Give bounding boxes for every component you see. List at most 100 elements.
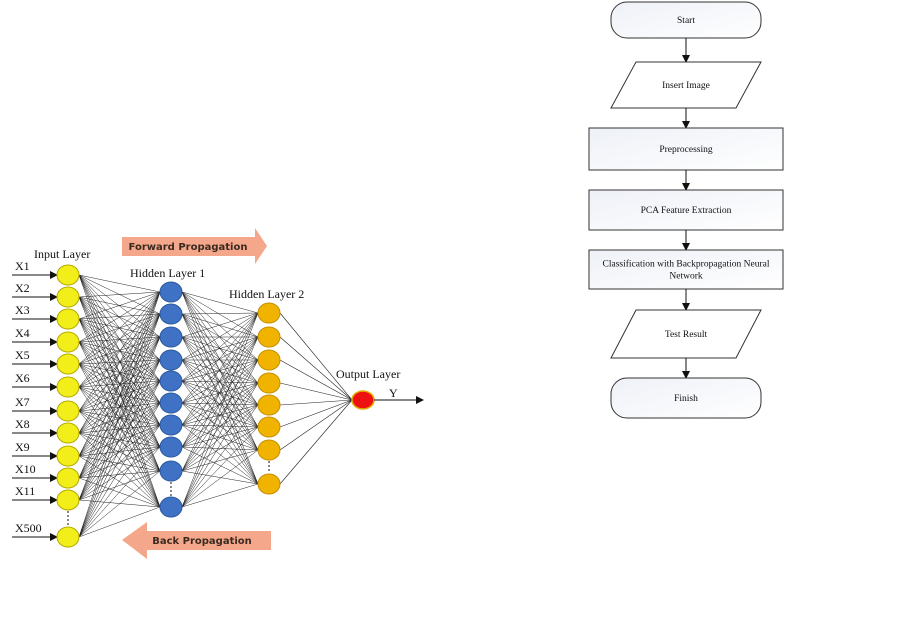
- connection-line: [78, 455, 161, 508]
- input-layer-label: Input Layer: [34, 247, 90, 261]
- connection-line: [78, 363, 161, 382]
- connection-line: [279, 399, 353, 428]
- connection-line: [78, 386, 161, 426]
- connection-line: [181, 336, 259, 361]
- connection-line: [78, 291, 161, 412]
- connection-line: [181, 336, 259, 404]
- connection-line: [279, 399, 353, 406]
- step-label: Classification with Backpropagation Neur…: [603, 259, 770, 270]
- io-insert-image: [610, 61, 762, 109]
- connection-line: [181, 359, 259, 472]
- connection-line: [78, 341, 161, 508]
- input-node: [56, 467, 80, 489]
- input-node: [56, 308, 80, 330]
- connection-line: [78, 424, 161, 501]
- connection-line: [78, 386, 161, 404]
- connection-line: [181, 449, 259, 472]
- connection-line: [78, 424, 161, 434]
- connection-line: [181, 336, 259, 472]
- hidden1-node: [159, 281, 183, 303]
- connection-line: [78, 291, 161, 298]
- connection-line: [78, 359, 161, 501]
- connection-line: [78, 363, 161, 448]
- connection-line: [181, 312, 259, 448]
- connection-line: [181, 359, 259, 404]
- connection-line: [181, 424, 259, 451]
- hidden2-node: [257, 372, 281, 394]
- terminal-finish: [610, 377, 762, 419]
- connection-line: [78, 380, 161, 538]
- connection-line: [181, 291, 259, 338]
- connection-line: [181, 446, 259, 451]
- connection-line: [181, 426, 259, 508]
- connection-line: [279, 382, 353, 401]
- connection-line: [78, 380, 161, 479]
- input-node: [56, 445, 80, 467]
- connection-line: [78, 291, 161, 479]
- connection-line: [78, 313, 161, 538]
- connection-line: [181, 483, 259, 508]
- connection-line: [78, 386, 161, 508]
- connection-line: [181, 404, 259, 508]
- connection-line: [181, 446, 259, 485]
- input-node: [56, 422, 80, 444]
- connection-line: [78, 336, 161, 501]
- hidden2-node: [257, 326, 281, 348]
- connection-line: [181, 382, 259, 404]
- connection-line: [279, 359, 353, 401]
- connection-line: [181, 359, 259, 508]
- connection-line: [78, 363, 161, 472]
- connection-line: [78, 291, 161, 343]
- connection-line: [78, 477, 161, 508]
- connection-line: [78, 291, 161, 434]
- connection-line: [78, 336, 161, 538]
- hidden2-node: [257, 473, 281, 495]
- connection-line: [181, 291, 259, 314]
- connection-line: [279, 312, 353, 401]
- input-label: X6: [15, 371, 30, 385]
- connection-line: [181, 312, 259, 404]
- step-label: Network: [669, 272, 702, 282]
- connection-line: [78, 291, 161, 538]
- hidden1-node: [159, 392, 183, 414]
- hidden1-node: [159, 414, 183, 436]
- output-variable: Y: [389, 386, 398, 400]
- connection-line: [78, 274, 161, 293]
- hidden1-node: [159, 349, 183, 371]
- hidden2-node: [257, 394, 281, 416]
- connection-line: [181, 291, 259, 485]
- input-node: [56, 400, 80, 422]
- connection-line: [181, 312, 259, 315]
- connection-line: [78, 402, 161, 501]
- connection-line: [78, 291, 161, 320]
- connection-line: [78, 470, 161, 501]
- back-propagation-arrow: [122, 522, 271, 559]
- connection-line: [181, 382, 259, 448]
- connection-line: [181, 426, 259, 448]
- input-label: X8: [15, 417, 30, 431]
- connection-line: [181, 312, 259, 382]
- process-classification-with: [588, 249, 784, 290]
- connection-line: [78, 506, 161, 538]
- step-label: Finish: [674, 394, 698, 404]
- step-label: Preprocessing: [659, 145, 713, 155]
- connection-line: [279, 399, 353, 451]
- input-label: X4: [15, 326, 30, 340]
- connection-line: [181, 312, 259, 361]
- connection-line: [181, 359, 259, 451]
- connection-line: [181, 359, 259, 382]
- connection-line: [181, 336, 259, 382]
- process-pca-feature: [588, 189, 784, 231]
- hidden2-node: [257, 416, 281, 438]
- connection-line: [181, 312, 259, 338]
- connection-line: [181, 449, 259, 508]
- step-label: Insert Image: [662, 81, 710, 91]
- connection-line: [78, 380, 161, 388]
- connection-line: [78, 341, 161, 382]
- connection-line: [279, 399, 353, 485]
- hidden-layer-2-label: Hidden Layer 2: [229, 287, 304, 301]
- input-node: [56, 353, 80, 375]
- connection-line: [181, 404, 259, 448]
- connection-line: [181, 336, 259, 508]
